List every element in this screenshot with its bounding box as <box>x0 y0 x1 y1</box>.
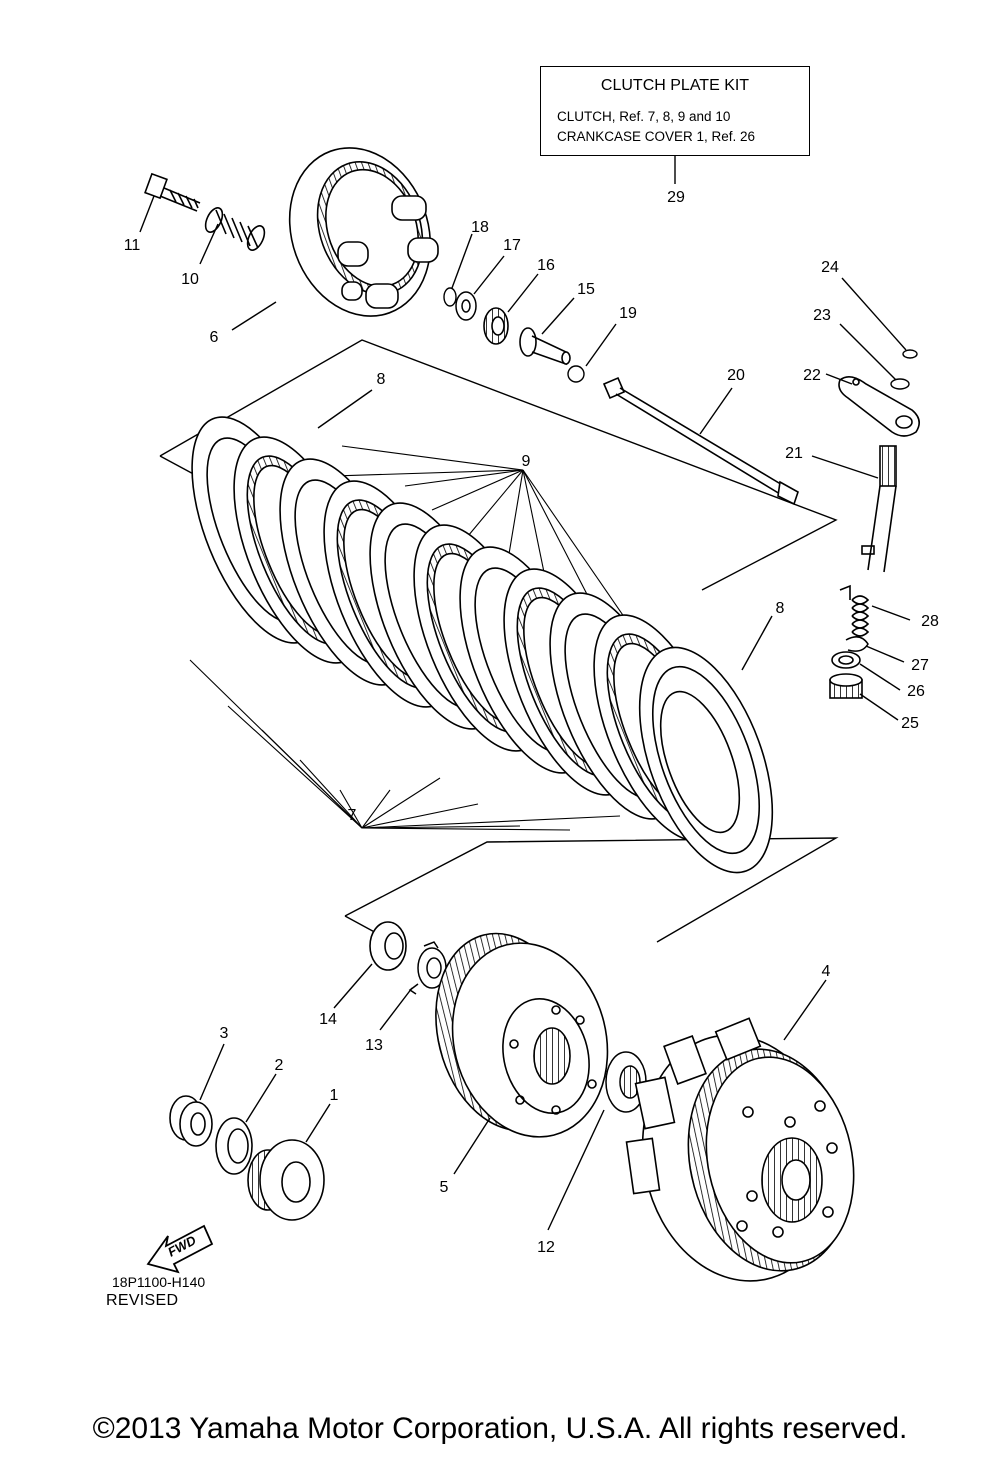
pressure-plate <box>288 147 439 317</box>
leader-4 <box>783 979 827 1041</box>
callout-15: 15 <box>577 281 595 298</box>
clutch-housing-4 <box>625 1017 855 1282</box>
circlip-27 <box>845 636 869 652</box>
push-rod-20 <box>602 376 799 506</box>
callout-16: 16 <box>537 257 555 274</box>
circlip-18 <box>443 287 457 307</box>
callout-27: 27 <box>911 657 929 674</box>
callout-8b: 8 <box>776 600 785 617</box>
callout-12: 12 <box>537 1239 555 1256</box>
leader-27 <box>865 645 905 663</box>
push-rod-15 <box>519 327 571 366</box>
callout-26: 26 <box>907 683 925 700</box>
diagram-reference-code: 18P1100-H140 <box>112 1274 206 1290</box>
callout-7: 7 <box>348 807 357 824</box>
leader-3 <box>199 1043 225 1101</box>
callout-4: 4 <box>822 963 831 980</box>
washer-17 <box>455 291 477 321</box>
callout-17: 17 <box>503 237 521 254</box>
washer-2 <box>215 1117 253 1175</box>
callout-13: 13 <box>365 1037 383 1054</box>
leader-8b <box>741 615 773 671</box>
pack-outline-top <box>159 339 838 591</box>
leader-20 <box>699 387 733 435</box>
leader-11 <box>139 195 155 233</box>
callout-3: 3 <box>220 1025 229 1042</box>
fwd-arrow-icon <box>146 1224 214 1274</box>
callout-10: 10 <box>181 271 199 288</box>
leader-18 <box>451 233 473 289</box>
callout-19: 19 <box>619 305 637 322</box>
callout-21: 21 <box>785 445 803 462</box>
leader-13 <box>379 987 413 1031</box>
leader-15 <box>541 297 575 335</box>
leader-24 <box>841 277 907 351</box>
callout-2: 2 <box>275 1057 284 1074</box>
callout-24: 24 <box>821 259 839 276</box>
clip-24 <box>902 349 918 359</box>
leader-23 <box>839 323 897 381</box>
leader-5 <box>453 1117 491 1175</box>
leader-28 <box>871 605 911 621</box>
bolt-11 <box>144 172 201 212</box>
lever-22 <box>838 376 920 437</box>
leader-2 <box>245 1073 277 1123</box>
callout-9: 9 <box>522 453 531 470</box>
leader-1 <box>305 1103 331 1143</box>
callout-20: 20 <box>727 367 745 384</box>
washer-14 <box>369 921 407 971</box>
callout-28: 28 <box>921 613 939 630</box>
clutch-boss-5 <box>435 932 609 1138</box>
washer-23 <box>890 378 910 390</box>
bearing-25 <box>829 673 863 699</box>
leader-25 <box>859 693 899 721</box>
oil-seal-3 <box>169 1095 213 1147</box>
callout-25: 25 <box>901 715 919 732</box>
callout-1: 1 <box>330 1087 339 1104</box>
spring-10 <box>204 207 266 251</box>
leader-17 <box>473 255 505 295</box>
callout-8a: 8 <box>377 371 386 388</box>
leader-6 <box>231 301 277 331</box>
leader-8a <box>317 389 373 429</box>
leader-19 <box>585 323 617 367</box>
revision-label: REVISED <box>106 1292 179 1309</box>
leader-14 <box>333 963 373 1009</box>
callout-29: 29 <box>667 189 685 206</box>
kit-title: CLUTCH PLATE KIT <box>600 77 750 94</box>
leader-12 <box>547 1109 605 1231</box>
leader-10 <box>199 223 219 265</box>
primary-gear-1 <box>247 1139 325 1221</box>
kit-line-clutch: CLUTCH, Ref. 7, 8, 9 and 10 <box>557 109 731 124</box>
leader-7-fan <box>189 659 621 831</box>
leader-21 <box>811 455 879 479</box>
leader-22 <box>825 373 853 385</box>
pack-outline-bottom <box>344 837 839 943</box>
oil-seal-26 <box>831 651 861 669</box>
callout-22: 22 <box>803 367 821 384</box>
callout-14: 14 <box>319 1011 337 1028</box>
callout-18: 18 <box>471 219 489 236</box>
leader-16 <box>507 273 539 313</box>
shaft-21 <box>861 445 897 573</box>
callout-11: 11 <box>124 237 141 254</box>
kit-line-crankcase: CRANKCASE COVER 1, Ref. 26 <box>557 129 756 144</box>
callout-23: 23 <box>813 307 831 324</box>
leader-26 <box>859 663 901 691</box>
spring-28 <box>839 584 870 637</box>
ball-19 <box>567 365 585 383</box>
leader-9-fan <box>207 445 641 641</box>
bearing-16 <box>483 307 509 345</box>
clutch-plate-stack <box>191 416 774 874</box>
copyright-notice: ©2013 Yamaha Motor Corporation, U.S.A. A… <box>92 1412 908 1445</box>
clutch-plate-kit-box: CLUTCH PLATE KIT CLUTCH, Ref. 7, 8, 9 an… <box>540 66 810 156</box>
callout-5: 5 <box>440 1179 449 1196</box>
callout-6: 6 <box>210 329 219 346</box>
